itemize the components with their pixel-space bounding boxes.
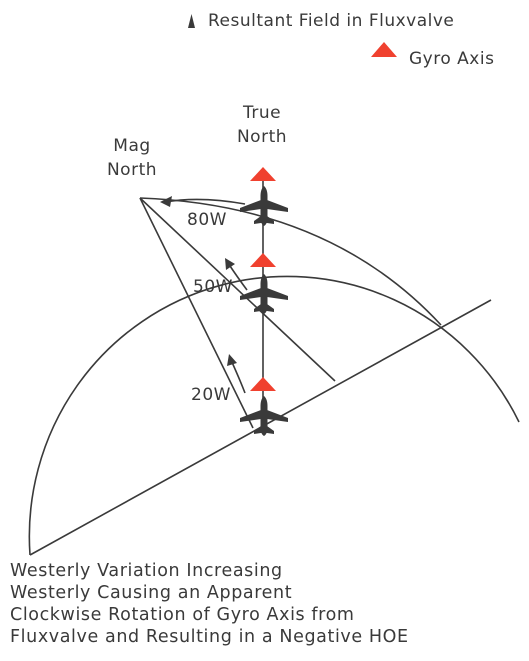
mag-north-label-line2: North (107, 160, 157, 180)
resultant-arrow-20w (227, 354, 246, 394)
caption: Westerly Variation Increasing Westerly C… (10, 560, 525, 648)
resultant-arrow-50w (225, 258, 248, 291)
gyro-axis-triangle-top (250, 167, 276, 181)
legend-gyro-axis: Gyro Axis (409, 49, 494, 69)
true-north-label-line2: North (237, 127, 287, 147)
caption-line-1: Westerly Variation Increasing (10, 561, 283, 581)
caption-line-3: Clockwise Rotation of Gyro Axis from (10, 605, 355, 625)
airplane-icon (240, 186, 288, 226)
mag-north-line-50w (139, 197, 336, 382)
airplane-icon (240, 396, 288, 436)
gyro-axis-triangle-bottom (250, 377, 276, 391)
compass-arc (28, 275, 520, 556)
mag-north-label-line1: Mag (113, 136, 150, 156)
true-north-label-line1: True (242, 103, 281, 123)
variation-80w-label: 80W (187, 210, 227, 230)
mag-north-line-80w (139, 197, 442, 326)
gyro-axis-icon (371, 42, 397, 57)
variation-50w-label: 50W (193, 277, 233, 297)
mag-north-line-20w (139, 197, 254, 429)
variation-20w-label: 20W (191, 385, 231, 405)
caption-line-4: Fluxvalve and Resulting in a Negative HO… (10, 627, 409, 647)
gyro-axis-triangle-mid (250, 253, 276, 267)
legend-resultant-field: Resultant Field in Fluxvalve (208, 11, 454, 31)
resultant-arrow-80w (160, 196, 246, 207)
resultant-field-icon (188, 14, 195, 28)
caption-line-2: Westerly Causing an Apparent (10, 583, 293, 603)
